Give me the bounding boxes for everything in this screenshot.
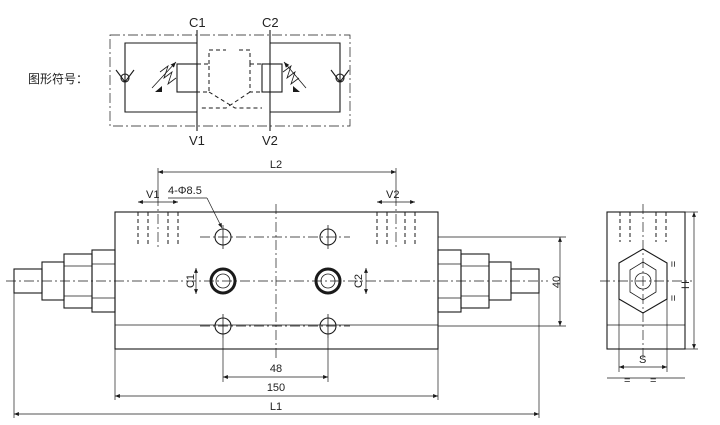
port-c2-outer	[314, 267, 342, 295]
left-spring-icon	[159, 64, 177, 86]
left-bypass-line	[124, 42, 197, 113]
holes-leader	[206, 197, 223, 229]
label-v1: V1	[146, 189, 159, 201]
left-adjust-arrow-icon	[151, 61, 177, 89]
port-c1-outer	[209, 267, 237, 295]
label-v2: V2	[386, 189, 399, 201]
left-valve-box	[176, 63, 198, 93]
label-l2: L2	[270, 159, 282, 171]
port-c2-inner	[320, 273, 336, 289]
symbol-port-c1: C1	[189, 15, 206, 30]
right-spring-icon	[282, 64, 300, 86]
label-48: 48	[270, 363, 282, 375]
right-valve-tri-icon	[293, 86, 300, 92]
label-c1: C1	[185, 274, 197, 288]
pilot-line-left	[208, 49, 226, 64]
left-valve-tri-icon	[155, 86, 162, 92]
symbol-frame	[109, 34, 351, 127]
left-check-ball-icon	[120, 73, 130, 83]
label-s-eq-left: =	[624, 375, 630, 387]
right-check-ball-icon	[335, 73, 345, 83]
label-h-eq-upper: =	[668, 261, 680, 267]
pilot-cross-1	[208, 91, 262, 109]
label-l1: L1	[270, 401, 282, 413]
label-h-eq-lower: =	[668, 295, 680, 301]
label-s: S	[639, 354, 646, 366]
pilot-cross-2	[200, 91, 251, 109]
label-h: H	[680, 281, 692, 289]
side-hex-bore	[634, 272, 652, 290]
hydraulic-symbol: 图形符号： C1 C2	[28, 15, 351, 148]
right-valve-box	[261, 63, 283, 93]
symbol-port-v1: V1	[189, 133, 205, 148]
valve-body	[114, 211, 439, 350]
symbol-port-v2: V2	[262, 133, 278, 148]
label-150: 150	[267, 382, 285, 394]
right-valve-pilot-box	[249, 63, 263, 93]
front-view: C1 C2 V1 V2 4-Φ8.5 L2 48	[6, 159, 566, 418]
side-view: H = = S = =	[600, 204, 698, 387]
right-bypass-line	[270, 42, 341, 113]
port-c1-inner	[215, 273, 231, 289]
symbol-port-c2: C2	[262, 15, 279, 30]
label-c2: C2	[353, 274, 365, 288]
right-adjust-arrow-icon	[283, 61, 307, 89]
side-body	[606, 211, 686, 350]
side-hex-nut	[618, 248, 668, 314]
left-valve-pilot-box	[196, 63, 210, 93]
label-40: 40	[551, 276, 563, 288]
pilot-line-right	[236, 49, 251, 64]
label-s-eq-right: =	[650, 375, 656, 387]
symbol-caption: 图形符号：	[28, 71, 88, 86]
side-hex-inner	[629, 261, 657, 301]
label-holes: 4-Φ8.5	[168, 185, 202, 197]
